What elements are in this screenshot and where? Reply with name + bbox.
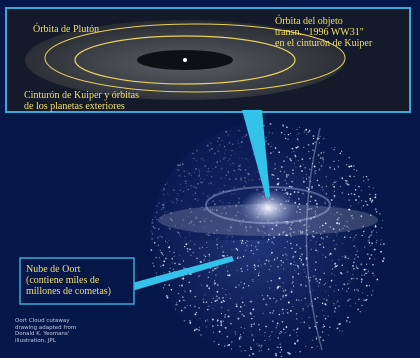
credit-line: illustration, JPL bbox=[15, 337, 56, 344]
sphere-meridian bbox=[305, 127, 323, 351]
kuiper-belt-label: Cinturón de Kuiper y órbitas de los plan… bbox=[24, 90, 139, 112]
oort-cloud-label: Nube de Oort (contiene miles de millones… bbox=[26, 264, 111, 297]
credit-line: Oort Cloud cutaway bbox=[15, 318, 70, 324]
object-orbit-label: Órbita del objeto transn. "1996 WW31" en… bbox=[275, 16, 373, 49]
inset-pointer bbox=[242, 110, 270, 198]
solar-system-core bbox=[240, 188, 296, 228]
pluto-orbit-ring bbox=[74, 35, 296, 85]
sun-dot bbox=[183, 58, 187, 62]
object-orbit-ring bbox=[44, 23, 346, 93]
image-credit: Oort Cloud cutaway drawing adapted from … bbox=[15, 318, 76, 344]
pluto-orbit-label: Órbita de Plutón bbox=[33, 24, 100, 35]
credit-line: drawing adapted from bbox=[15, 324, 77, 331]
oort-pointer bbox=[132, 256, 234, 291]
oort-label-box bbox=[19, 257, 135, 305]
credit-line: Donald K. Yeomans' bbox=[15, 331, 70, 338]
sphere-cutaway bbox=[150, 122, 268, 240]
